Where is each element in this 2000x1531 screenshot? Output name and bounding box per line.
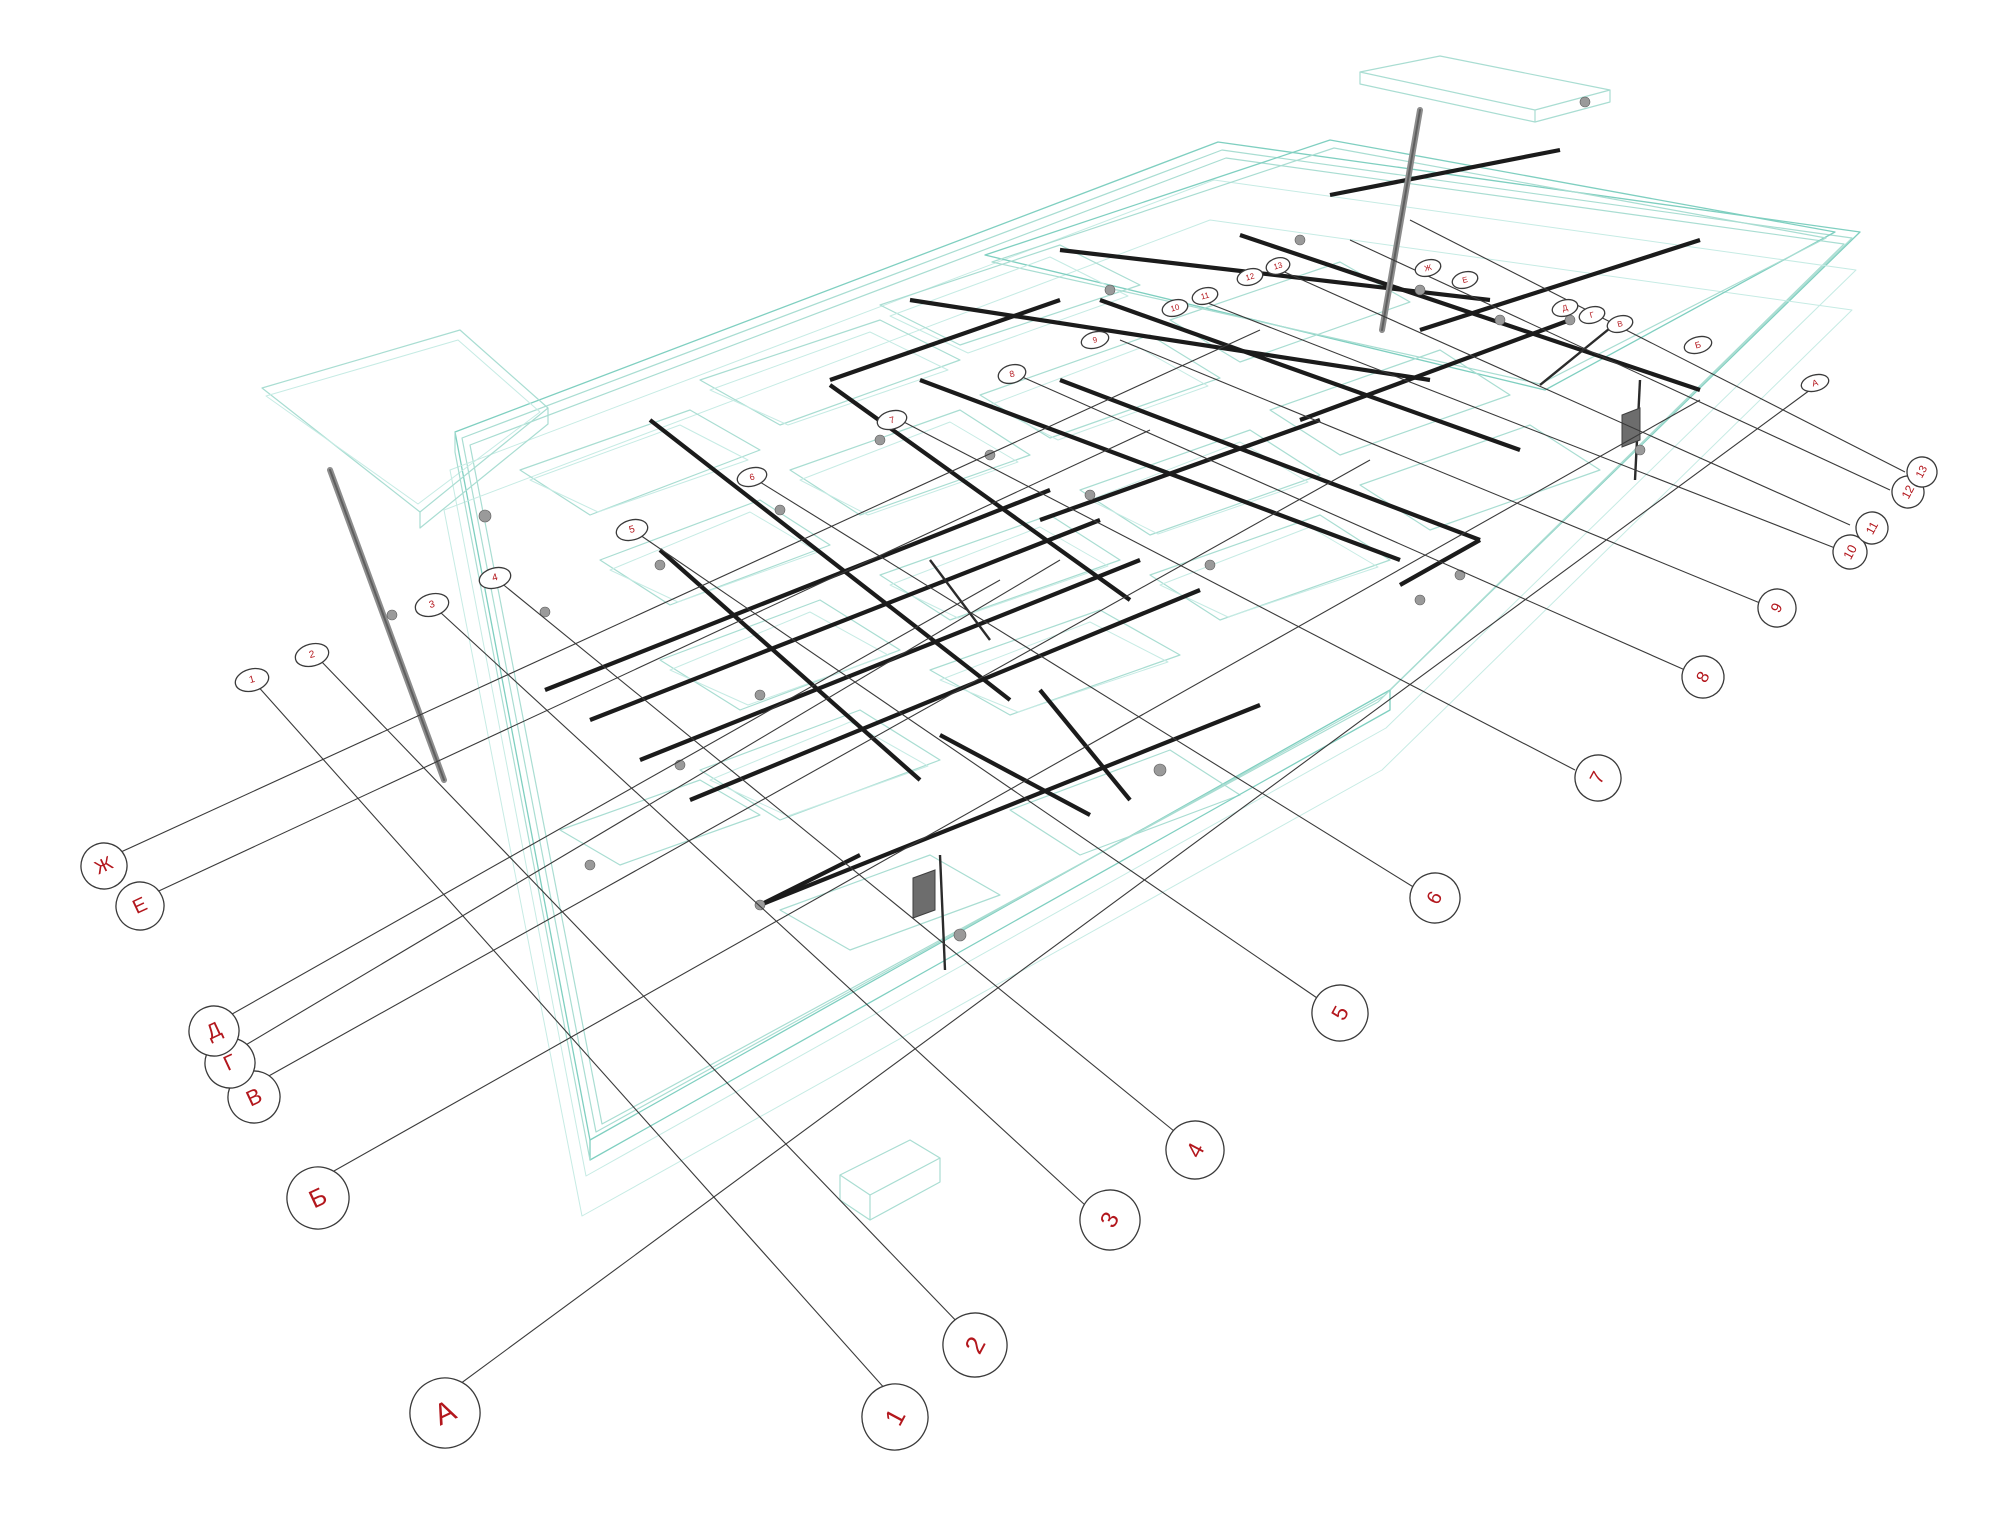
secondary-label-3: 3 [428,599,437,611]
axis-bubble-Д: Д [188,1005,240,1057]
secondary-bubble-8: 8 [997,363,1027,385]
secondary-bubble-9: 9 [1080,330,1110,350]
secondary-bubble-В: В [1606,314,1634,334]
structural-beams [544,147,1701,971]
secondary-label-8: 8 [1008,369,1015,380]
secondary-label-Г: Г [1589,310,1596,320]
secondary-bubble-Е: Е [1451,270,1479,290]
secondary-label-7: 7 [888,415,895,426]
secondary-bubble-А: А [1800,373,1830,393]
axis-bubble-2: 2 [942,1312,1008,1378]
axis-bubble-4: 4 [1165,1120,1225,1180]
numeric-axis-bubbles: 1 2 3 4 5 6 7 8 [861,456,1938,1451]
axis-bubble-Б: Б [286,1166,350,1230]
axis-bubble-5: 5 [1311,984,1369,1042]
building-wireframe [261,55,1861,1221]
axis-bubble-9: 9 [1757,588,1797,628]
secondary-label-13: 13 [1273,260,1284,271]
axis-bubble-8: 8 [1681,655,1725,699]
letter-axis-bubbles: А Б В Г Д Е Ж [80,842,481,1449]
secondary-label-Д: Д [1561,303,1569,313]
secondary-label-9: 9 [1092,335,1099,345]
axis-label-13: 13 [1914,464,1930,480]
axis-bubble-10: 10 [1832,534,1868,570]
secondary-label-5: 5 [628,524,637,536]
axis-bubble-11: 11 [1855,511,1889,545]
secondary-label-1: 1 [248,674,257,686]
secondary-label-2: 2 [308,649,317,661]
axis-bubble-Е: Е [115,881,165,931]
secondary-label-11: 11 [1200,290,1211,301]
secondary-bubble-3: 3 [414,592,450,618]
secondary-bubble-1: 1 [234,667,270,693]
secondary-bubble-13: 13 [1265,257,1291,275]
axis-bubble-6: 6 [1409,872,1461,924]
axis-label-10: 10 [1840,542,1860,562]
secondary-bubble-2: 2 [294,642,330,668]
columns [327,107,1641,919]
axis-bubble-Ж: Ж [80,842,128,890]
axis-leader-lines [109,219,1906,1401]
secondary-label-Е: Е [1461,275,1468,285]
secondary-bubble-Г: Г [1578,305,1606,325]
axis-bubble-3: 3 [1079,1189,1141,1251]
secondary-label-6: 6 [748,472,755,483]
axis-bubble-13: 13 [1906,456,1938,488]
secondary-label-12: 12 [1245,271,1256,282]
secondary-label-А: А [1811,377,1819,388]
axis-bubble-1: 1 [861,1383,929,1451]
secondary-bubble-Д: Д [1551,298,1579,318]
secondary-bubble-Б: Б [1683,335,1713,355]
secondary-bubble-10: 10 [1161,298,1189,318]
secondary-axis-bubbles: 1 2 3 4 5 6 7 8 [234,257,1830,693]
secondary-bubble-7: 7 [876,409,908,431]
axis-label-12: 12 [1899,483,1918,502]
secondary-bubble-12: 12 [1236,267,1264,287]
secondary-label-Ж: Ж [1423,263,1433,274]
connection-nodes [386,96,1646,942]
axis-bubble-7: 7 [1574,754,1622,802]
secondary-label-10: 10 [1170,302,1181,313]
secondary-bubble-5: 5 [615,518,649,542]
secondary-bubble-6: 6 [736,466,768,488]
secondary-label-4: 4 [491,572,500,584]
secondary-label-Б: Б [1694,339,1702,350]
axis-bubble-А: А [409,1377,481,1449]
secondary-label-В: В [1616,319,1623,329]
secondary-bubble-Ж: Ж [1414,258,1442,278]
secondary-bubble-11: 11 [1191,286,1219,306]
secondary-bubble-4: 4 [478,566,512,590]
